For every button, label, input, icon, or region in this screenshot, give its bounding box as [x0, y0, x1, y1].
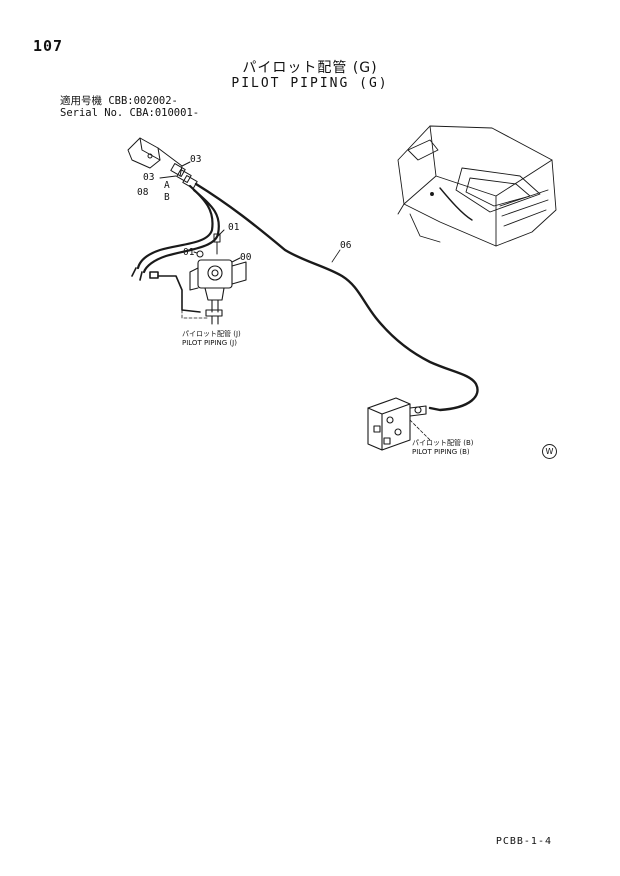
serial-en-label: Serial No. [60, 107, 124, 119]
callout-06: 06 [340, 240, 352, 251]
callout-08: 08 [137, 187, 149, 198]
serial-jp-value: CBB:002002- [108, 95, 178, 107]
callout-01-lower: 01 [183, 247, 195, 258]
leader-b [409, 419, 431, 441]
page-number: 107 [33, 37, 64, 55]
serial-en-value: CBA:010001- [129, 107, 200, 119]
callout-03-upper: 03 [190, 154, 202, 165]
callout-03-lower: 03 [143, 172, 155, 183]
page-title-english: PILOT PIPING (G) [231, 76, 389, 91]
callout-00: 00 [240, 252, 252, 263]
bolt-01 [193, 229, 225, 258]
serial-block: 適用号機 CBB:002002- Serial No. CBA:010001- [60, 95, 199, 119]
callout-port-a: A [164, 180, 170, 191]
control-valve-block [367, 397, 427, 451]
leader-j [181, 289, 209, 319]
machine-overview-thumbnail [397, 125, 557, 247]
leader-06 [331, 249, 341, 263]
reference-pilot-piping-b: パイロット配管 (B) PILOT PIPING (B) [412, 439, 474, 457]
page-title-japanese: パイロット配管 (G) [242, 60, 378, 76]
w-marker-icon: W [542, 444, 557, 459]
pilot-valve-00 [189, 257, 247, 325]
mounting-bracket [127, 137, 183, 177]
w-marker-label: W [545, 447, 554, 456]
hose-to-pilot-valve [136, 184, 220, 274]
hose-06 [194, 182, 479, 412]
page-footer-code: PCBB-1-4 [495, 836, 552, 847]
ref-b-english: PILOT PIPING (B) [412, 448, 470, 456]
callout-port-b: B [164, 192, 170, 203]
callout-01-upper: 01 [228, 222, 240, 233]
reference-pilot-piping-j: パイロット配管 (J) PILOT PIPING (J) [182, 330, 241, 348]
ref-b-japanese: パイロット配管 (B) [412, 439, 474, 447]
serial-jp-label: 適用号機 [60, 95, 102, 107]
ref-j-japanese: パイロット配管 (J) [182, 330, 241, 338]
ref-j-english: PILOT PIPING (J) [182, 339, 237, 347]
fitting-03 [159, 161, 198, 189]
